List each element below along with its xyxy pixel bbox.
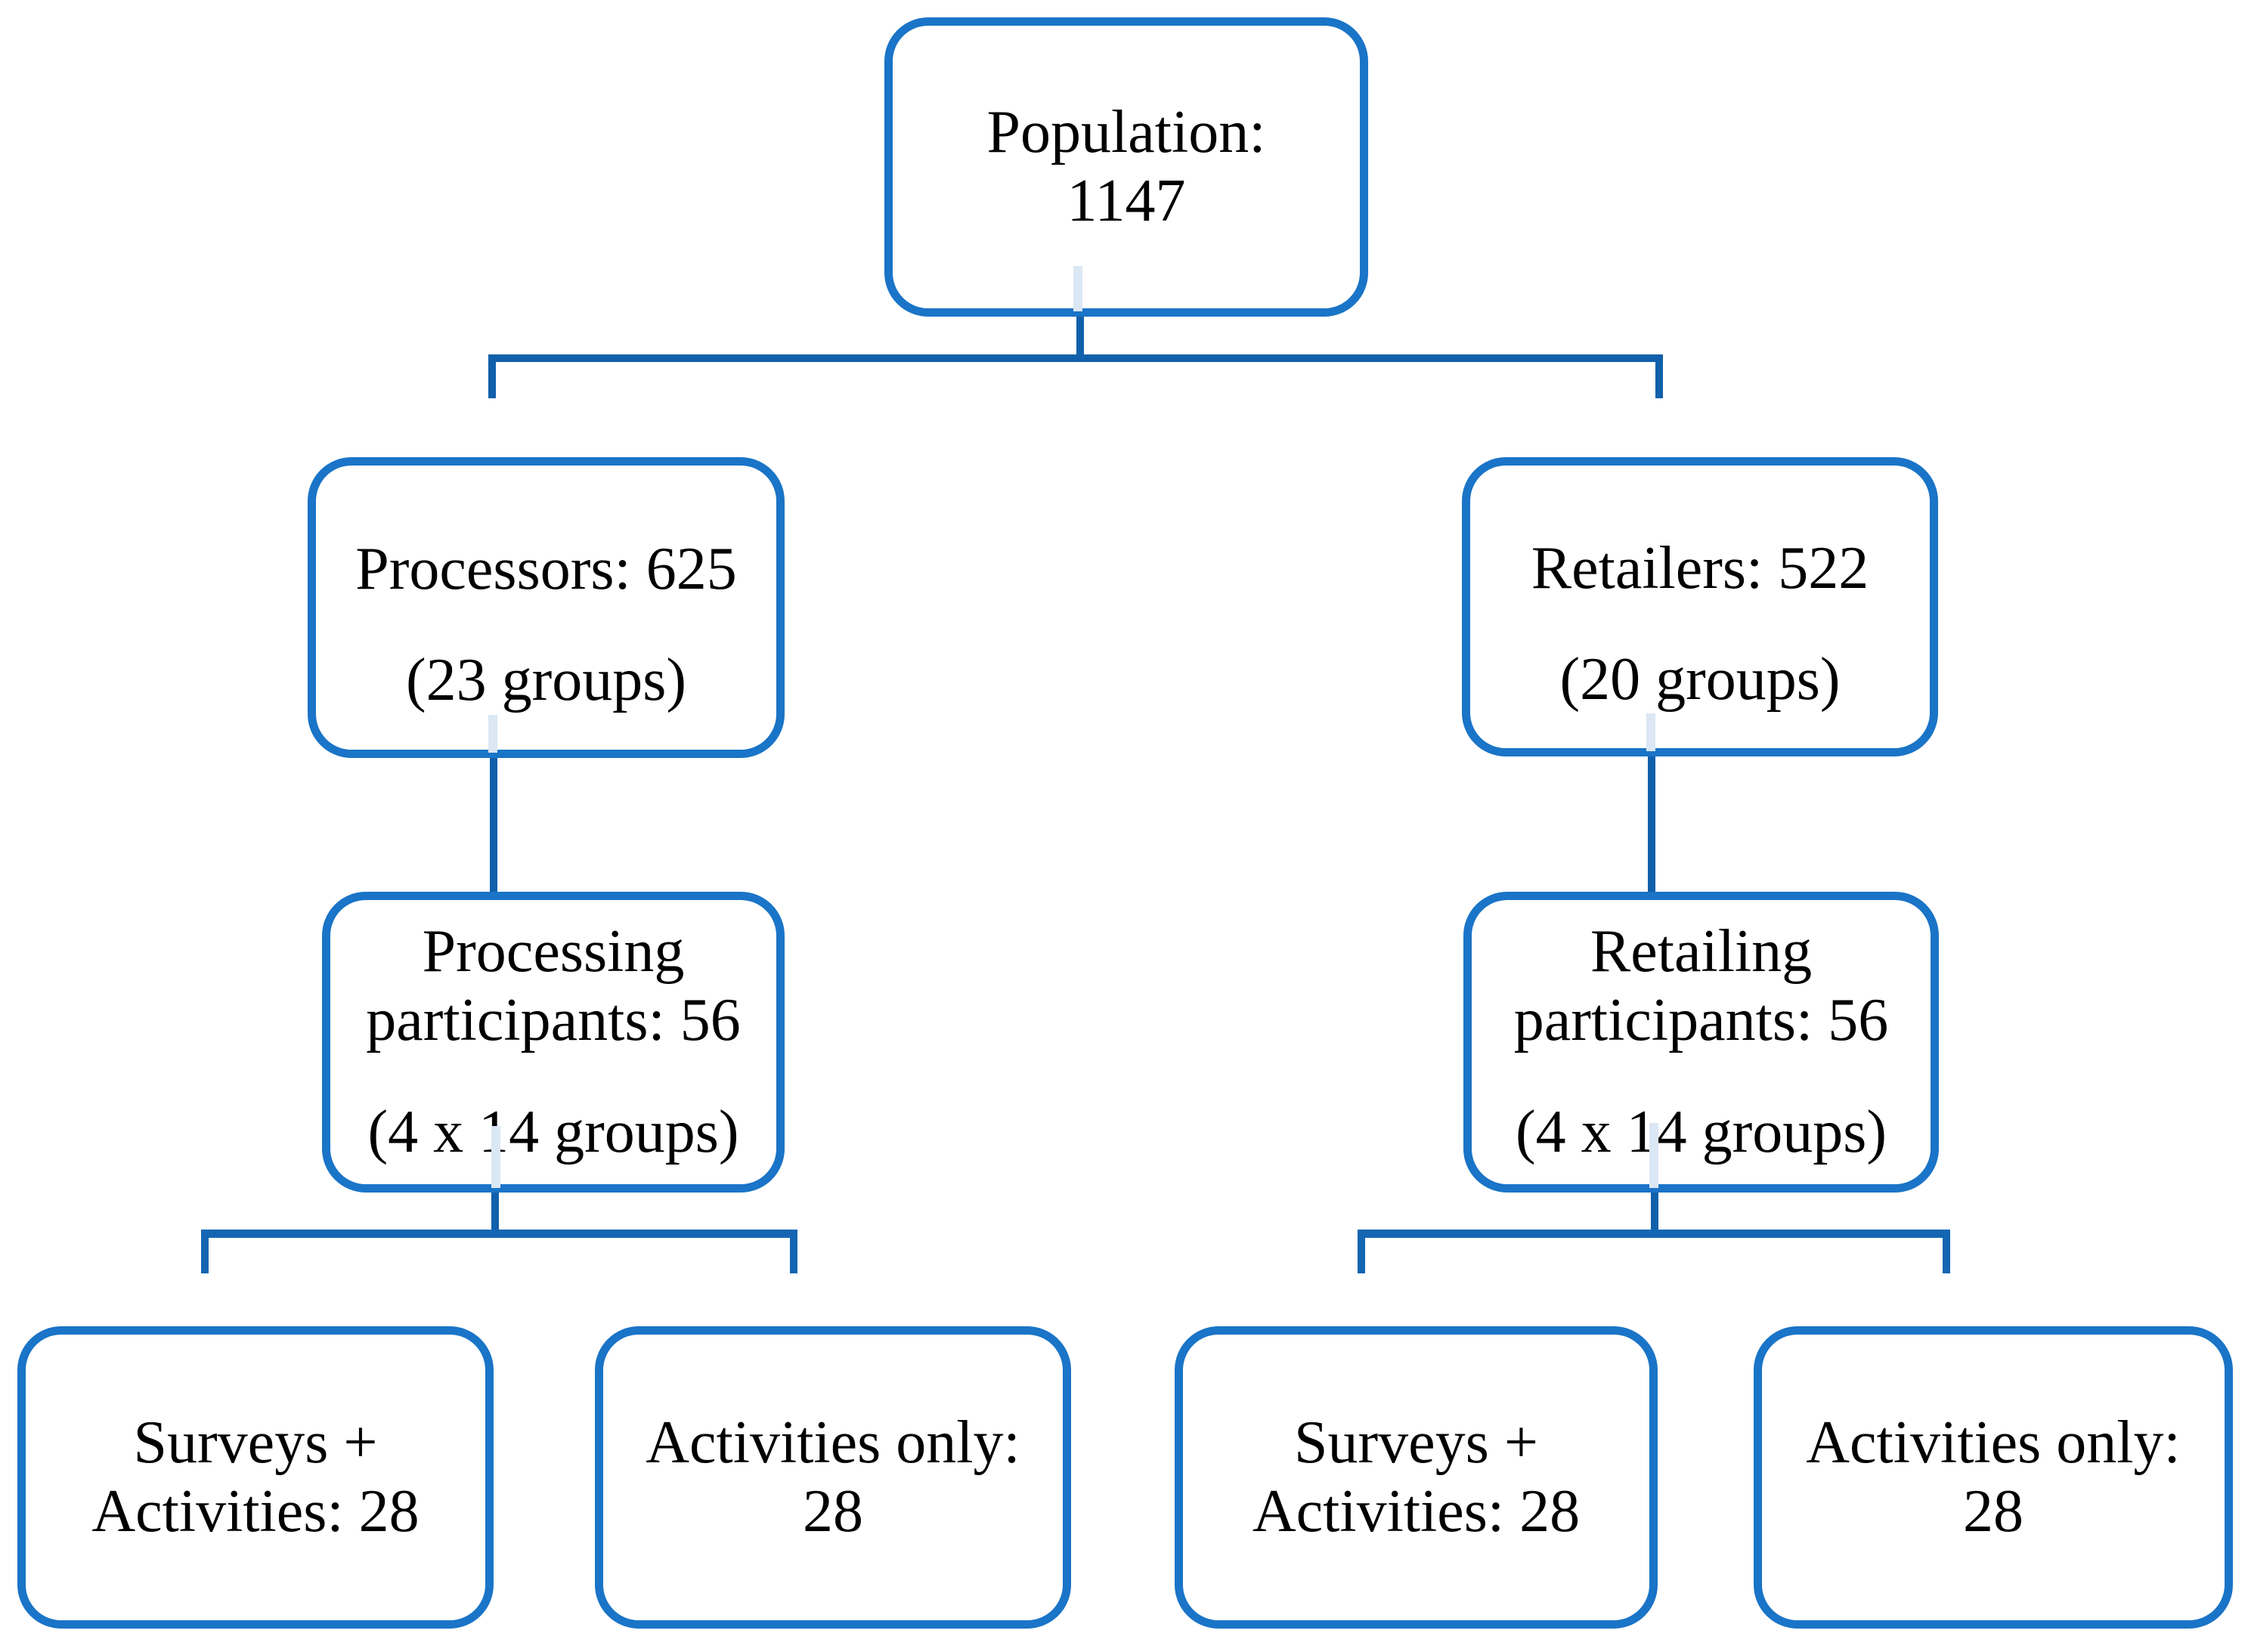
- processing-activities-only-label-1: Activities only:: [646, 1409, 1020, 1476]
- retailing-participants-node: Retailing participants: 56 (4 x 14 group…: [1463, 892, 1939, 1193]
- retailing-activities-only-node: Activities only: 28: [1754, 1326, 2233, 1629]
- processing-activities-only-node: Activities only: 28: [595, 1326, 1071, 1629]
- connector-population-stem: [1076, 314, 1084, 356]
- connector-processing-bar: [201, 1230, 797, 1238]
- processing-surveys-activities-label-2: Activities: 28: [91, 1478, 420, 1545]
- retailing-participants-label-1: Retailing: [1590, 918, 1813, 985]
- connector-processing-participants-stem: [491, 1190, 499, 1233]
- processing-participants-node: Processing participants: 56 (4 x 14 grou…: [322, 892, 785, 1193]
- retailers-node: Retailers: 522 (20 groups): [1462, 457, 1938, 756]
- processing-surveys-activities-label-1: Surveys +: [133, 1409, 378, 1476]
- retailers-label: Retailers: 522: [1531, 534, 1869, 602]
- faint-stub-processors: [488, 715, 497, 753]
- faint-stub-processing-participants: [491, 1126, 500, 1188]
- connector-processors-to-processing-participants: [490, 754, 497, 895]
- faint-stub-retailers: [1646, 713, 1655, 751]
- retailers-groups: (20 groups): [1559, 646, 1841, 713]
- processing-participants-groups: (4 x 14 groups): [367, 1098, 739, 1165]
- connector-top-bar: [488, 354, 1663, 362]
- population-label: Population:: [986, 98, 1266, 166]
- processing-participants-label-2: participants: 56: [366, 987, 741, 1054]
- retailing-participants-label-2: participants: 56: [1513, 987, 1889, 1054]
- population-value: 1147: [1067, 168, 1186, 234]
- connector-processing-bar-right-drop: [790, 1230, 797, 1273]
- population-node: Population: 1147: [884, 17, 1368, 317]
- processors-node: Processors: 625 (23 groups): [308, 457, 785, 758]
- retailing-surveys-activities-node: Surveys + Activities: 28: [1175, 1326, 1658, 1629]
- processing-participants-label-1: Processing: [422, 918, 685, 985]
- connector-top-bar-left-drop: [488, 354, 496, 398]
- retailing-surveys-activities-label-2: Activities: 28: [1252, 1478, 1581, 1545]
- processing-activities-only-label-2: 28: [803, 1478, 863, 1545]
- connector-retailing-bar-left-drop: [1358, 1230, 1365, 1273]
- connector-top-bar-right-drop: [1655, 354, 1663, 398]
- processors-label: Processors: 625: [355, 535, 737, 602]
- retailing-activities-only-label-1: Activities only:: [1806, 1409, 2181, 1476]
- retailing-surveys-activities-label-1: Surveys +: [1294, 1409, 1538, 1476]
- connector-retailing-bar: [1358, 1230, 1950, 1238]
- faint-stub-retailing-participants: [1649, 1123, 1658, 1188]
- connector-processing-bar-left-drop: [201, 1230, 209, 1273]
- connector-retailing-participants-stem: [1651, 1190, 1658, 1233]
- faint-stub-population: [1073, 266, 1082, 311]
- connector-retailers-to-retailing-participants: [1648, 753, 1655, 895]
- processors-groups: (23 groups): [405, 647, 687, 713]
- retailing-participants-groups: (4 x 14 groups): [1515, 1098, 1887, 1165]
- connector-retailing-bar-right-drop: [1943, 1230, 1950, 1273]
- processing-surveys-activities-node: Surveys + Activities: 28: [17, 1326, 494, 1629]
- retailing-activities-only-label-2: 28: [1963, 1478, 2024, 1545]
